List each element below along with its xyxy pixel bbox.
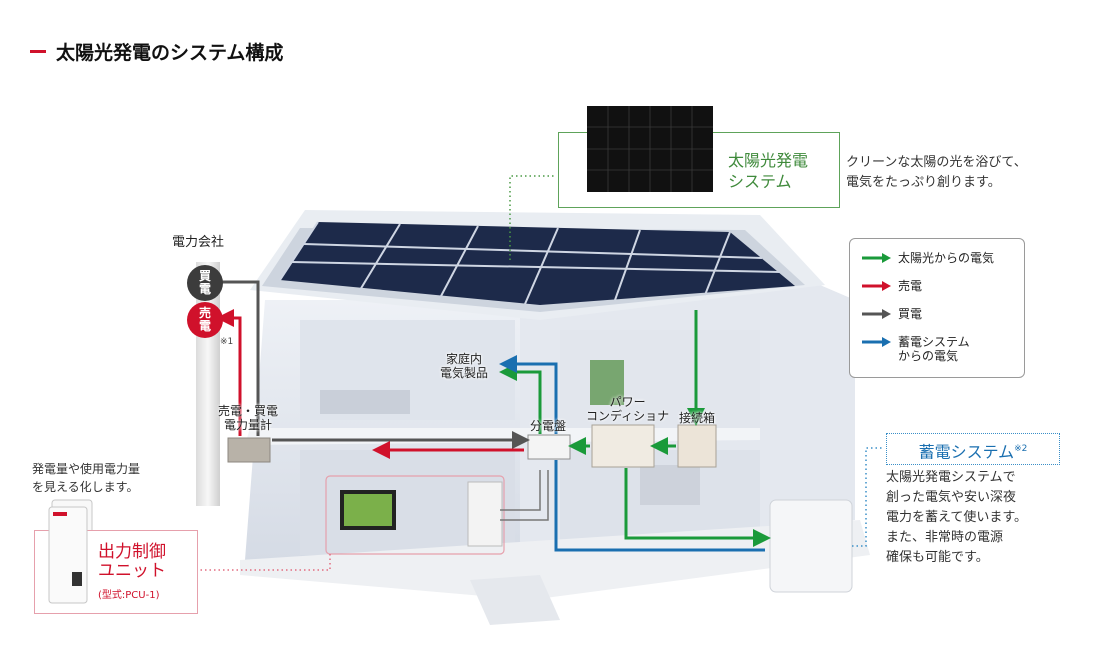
flow-red-meter-pole xyxy=(216,309,242,436)
legend-label-buy: 買電 xyxy=(898,307,923,321)
storage-description: 太陽光発電システムで 創った電気や安い深夜 電力を蓄えて使います。 また、非常時… xyxy=(886,468,1027,568)
power-company-label: 電力会社 xyxy=(172,235,225,250)
solar-system-label-line2: システム xyxy=(728,172,792,191)
legend-label-storage-line1: 蓄電システム xyxy=(898,335,970,349)
house-base xyxy=(240,520,870,600)
pcu-product-image xyxy=(48,506,88,604)
solar-desc-line1: クリーンな太陽の光を浴びて、 xyxy=(846,155,1027,170)
junction-box xyxy=(677,424,717,468)
solar-system-label-line1: 太陽光発電 xyxy=(728,151,809,170)
storage-desc-line3: 電力を蓄えて使います。 xyxy=(886,510,1028,525)
flow-gray-pole-meter xyxy=(218,280,260,436)
legend-item-storage: 蓄電システム からの電気 xyxy=(862,335,970,363)
legend-label-storage: 蓄電システム からの電気 xyxy=(898,335,970,363)
control-unit-highlight xyxy=(325,475,505,555)
pcu-desc-line1: 発電量や使用電力量 xyxy=(32,462,141,476)
pcs-label-line1: パワー xyxy=(609,395,646,409)
pcu-name: 出力制御 ユニット xyxy=(98,543,166,581)
distribution-board-box xyxy=(527,434,571,460)
pcu-description: 発電量や使用電力量 を見える化します。 xyxy=(32,460,140,496)
meter-box xyxy=(227,437,271,463)
solar-panel-front xyxy=(587,106,713,192)
legend-item-sell: 売電 xyxy=(862,279,922,293)
pcu-name-line2: ユニット xyxy=(98,561,166,581)
solar-description: クリーンな太陽の光を浴びて、 電気をたっぷり創ります。 xyxy=(846,153,1027,193)
gray-arrow-icon xyxy=(862,309,891,319)
pcu-callout-line xyxy=(196,554,331,571)
sell-badge: 売電 xyxy=(187,302,223,338)
solar-desc-line2: 電気をたっぷり創ります。 xyxy=(846,175,1001,190)
legend: 太陽光からの電気 売電 買電 蓄電システム からの電気 xyxy=(849,238,1025,378)
page-title: 太陽光発電のシステム構成 xyxy=(30,38,283,65)
storage-system-name: 蓄電システム xyxy=(918,442,1015,462)
solar-callout-line xyxy=(509,175,556,260)
legend-label-storage-line2: からの電気 xyxy=(898,349,959,363)
pcu-name-line1: 出力制御 xyxy=(98,542,166,562)
distribution-board-label: 分電盤 xyxy=(530,419,567,433)
legend-label-solar: 太陽光からの電気 xyxy=(898,251,995,265)
power-conditioner-label: パワー コンディショナ xyxy=(586,395,669,423)
storage-desc-line1: 太陽光発電システムで xyxy=(886,470,1016,485)
storage-system-title: 蓄電システム※2 xyxy=(886,433,1060,465)
page-title-text: 太陽光発電のシステム構成 xyxy=(56,42,284,64)
flow-green-pcs-storage xyxy=(624,468,771,547)
meter-label-line1: 売電・買電 xyxy=(218,404,279,418)
plant xyxy=(590,360,624,405)
storage-callout-line xyxy=(852,447,884,547)
meter-label-line2: 電力量計 xyxy=(224,418,273,432)
appliances-label: 家庭内 電気製品 xyxy=(440,352,488,380)
sell-badge-char1: 売 xyxy=(198,306,211,320)
flow-blue-storage-line xyxy=(554,460,765,552)
buy-badge-char1: 買 xyxy=(198,269,211,283)
legend-item-buy: 買電 xyxy=(862,307,922,321)
power-conditioner-box xyxy=(591,424,655,468)
roof-solar-panels xyxy=(279,221,795,305)
sell-badge-char2: 電 xyxy=(198,319,211,333)
storage-battery xyxy=(769,499,853,593)
pcu-desc-line2: を見える化します。 xyxy=(32,480,139,494)
flow-blue-appliances xyxy=(499,355,558,434)
junction-box-label: 接続箱 xyxy=(679,411,716,425)
storage-desc-line4: また、非常時の電源 xyxy=(886,530,1004,545)
buy-badge-char2: 電 xyxy=(198,282,211,296)
meter-label: 売電・買電 電力量計 xyxy=(218,404,278,432)
legend-item-solar: 太陽光からの電気 xyxy=(862,251,994,265)
steps xyxy=(470,575,560,625)
storage-note: ※2 xyxy=(1014,444,1028,454)
appliances-label-line2: 電気製品 xyxy=(440,366,489,380)
green-arrow-icon xyxy=(862,253,891,263)
storage-desc-line2: 創った電気や安い深夜 xyxy=(886,490,1017,505)
pcs-label-line2: コンディショナ xyxy=(586,409,670,423)
control-unit-device xyxy=(467,481,503,547)
blue-arrow-icon xyxy=(862,337,891,347)
title-accent-bar xyxy=(30,50,46,53)
appliances-label-line1: 家庭内 xyxy=(446,352,483,366)
buy-badge: 買電 xyxy=(187,265,223,301)
storage-desc-line5: 確保も可能です。 xyxy=(886,550,989,565)
red-arrow-icon xyxy=(862,281,891,291)
control-unit-wires xyxy=(500,470,549,521)
note-1: ※1 xyxy=(220,337,234,347)
legend-label-sell: 売電 xyxy=(898,279,923,293)
pcu-model: (型式:PCU-1) xyxy=(98,590,160,601)
solar-system-label: 太陽光発電 システム xyxy=(728,150,808,192)
